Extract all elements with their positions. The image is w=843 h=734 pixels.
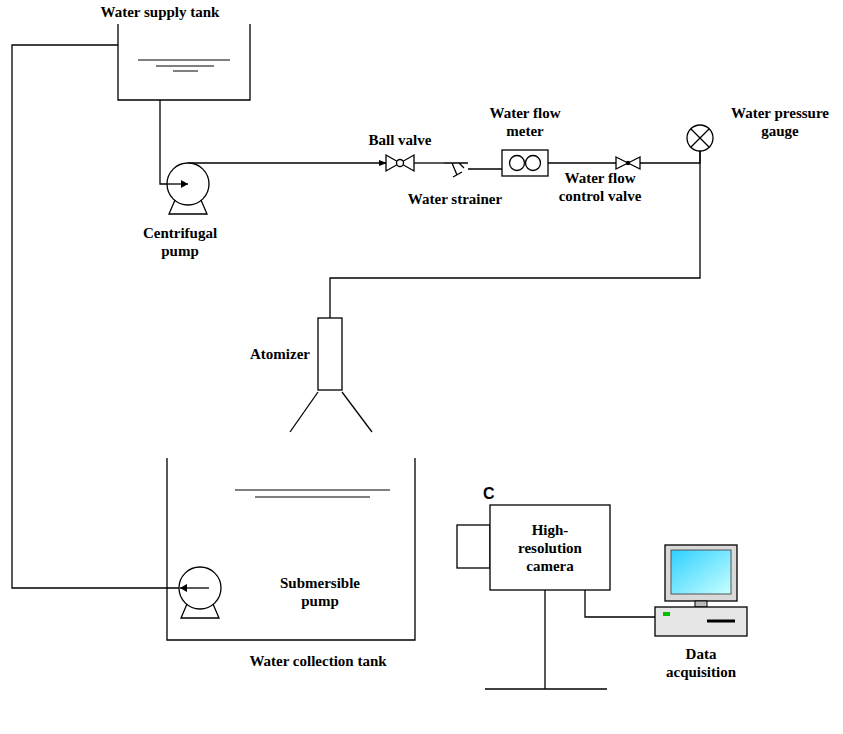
pressure-gauge: Water pressure gauge [687, 125, 713, 151]
water-strainer-symbol [444, 159, 468, 179]
tank-wall [167, 458, 415, 640]
pressure-gauge-symbol [687, 125, 713, 151]
collection-tank: Water collection tankSubmersible pump [167, 458, 415, 640]
pipe-line [548, 162, 616, 163]
atomizer: Atomizer [318, 318, 342, 390]
ball-valve: Ball valve [386, 155, 414, 171]
flow-control-valve-symbol [616, 157, 640, 169]
valve-body [386, 155, 414, 171]
meter-housing [502, 150, 548, 176]
camera-box: High-resolution camera [490, 505, 610, 590]
component-label: Water collection tank [218, 652, 418, 670]
component-label: Atomizer [226, 345, 310, 363]
strainer-body [444, 163, 468, 177]
pipe-line [188, 162, 386, 163]
atomizer-body [318, 318, 342, 390]
flow-arrowhead [181, 180, 188, 188]
flow-control-valve: Water flow control valve [616, 157, 640, 169]
camera-body [490, 505, 610, 590]
collection-tank-symbol [167, 458, 415, 640]
gauge-cross [691, 129, 709, 147]
spray-line [290, 392, 318, 432]
computer-case [655, 607, 747, 636]
valve-ball [397, 160, 404, 167]
pipe-line [640, 151, 700, 163]
flow-arrowhead [180, 584, 187, 592]
meter-rotor [526, 156, 541, 171]
submersible-pump-symbol [179, 567, 221, 619]
component-label: Water strainer [395, 190, 515, 208]
ball-valve-symbol [386, 155, 414, 171]
pipe-line [585, 590, 655, 617]
pipe-line [468, 168, 502, 169]
pipe-line [330, 151, 700, 318]
pipe-line [12, 45, 179, 588]
pump-base [169, 200, 207, 214]
camera-stand [544, 590, 545, 689]
pump-casing [179, 567, 221, 609]
supply-tank-symbol [118, 24, 250, 100]
camera-lens [457, 525, 490, 568]
component-label: Centrifugal pump [134, 224, 226, 260]
monitor-neck [695, 601, 707, 607]
water-level [138, 60, 230, 61]
water-level [156, 66, 214, 67]
monitor-screen [671, 550, 731, 594]
drive-slot [707, 620, 735, 623]
water-strainer: Water strainer [444, 159, 468, 179]
water-level [235, 490, 390, 491]
pipe-line [160, 100, 167, 184]
valve-body [616, 157, 640, 169]
pipe-line [414, 162, 444, 163]
flow-meter: Water flow meter [502, 150, 548, 176]
submersible-pump: Submersible pump [179, 567, 221, 619]
atomizer-symbol [318, 318, 342, 390]
gauge-dial [687, 125, 713, 151]
camera-stand-base [485, 688, 607, 689]
spray-line [342, 392, 372, 432]
flow-meter-symbol [502, 150, 548, 176]
computer: Data acquisition [655, 545, 747, 637]
water-level [255, 497, 370, 498]
tank-wall [118, 24, 250, 100]
component-label: Ball valve [355, 131, 445, 149]
monitor-frame [665, 545, 737, 601]
centrifugal-pump-symbol [167, 163, 209, 215]
power-light [663, 612, 670, 616]
pump-casing [167, 163, 209, 205]
computer-symbol [655, 545, 747, 637]
valve-stem [626, 161, 630, 165]
component-label: Water pressure gauge [724, 104, 836, 140]
component-label: Submersible pump [270, 574, 370, 610]
supply-tank: Water supply tank [118, 24, 250, 100]
component-label: Water flow control valve [548, 169, 652, 205]
box-text: High-resolution camera [509, 521, 591, 575]
meter-rotor [510, 156, 525, 171]
component-label: Data acquisition [655, 645, 747, 681]
component-label: Water flow meter [481, 104, 569, 140]
water-level [173, 71, 198, 72]
pump-base [181, 604, 219, 618]
camera-callout: C [483, 485, 495, 503]
centrifugal-pump: Centrifugal pump [167, 163, 209, 215]
component-label: Water supply tank [75, 3, 245, 21]
